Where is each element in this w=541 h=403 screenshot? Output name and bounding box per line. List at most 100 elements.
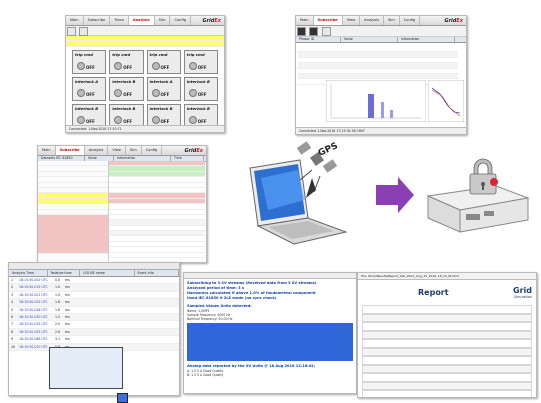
refresh-button[interactable] <box>321 27 331 36</box>
tab-sim[interactable]: Sim <box>384 16 400 25</box>
tree-item[interactable] <box>38 183 108 188</box>
tab-sim[interactable]: Sim <box>155 16 171 25</box>
table-cell: ms <box>65 307 70 312</box>
play-button[interactable] <box>297 27 306 36</box>
tab-trace[interactable]: Trace <box>110 16 129 25</box>
tab-subscribe[interactable]: Subscribe <box>84 16 111 25</box>
table-row[interactable] <box>109 215 205 221</box>
gridex-logo: GridEx <box>184 147 203 154</box>
table-row[interactable] <box>298 58 458 64</box>
analog-line: A: 1.5 0 A Good Quality <box>187 369 224 373</box>
forward-arrow-icon <box>376 177 414 213</box>
tab-analysis[interactable]: Analysis <box>128 16 155 25</box>
table-row[interactable] <box>109 183 205 188</box>
report-row <box>362 305 532 314</box>
list-item[interactable] <box>66 41 224 47</box>
popup-window[interactable] <box>49 347 123 389</box>
table-row[interactable] <box>109 253 205 259</box>
tab-main[interactable]: Main <box>38 146 56 155</box>
tab-subscribe[interactable]: Subscribe <box>313 16 343 25</box>
table-row[interactable] <box>109 231 205 237</box>
table-row[interactable] <box>298 73 458 80</box>
table-row[interactable] <box>109 204 205 210</box>
table-row[interactable] <box>298 63 458 69</box>
tab-main[interactable]: Main <box>66 16 84 25</box>
table-row[interactable] <box>109 188 205 194</box>
tab-subscribe[interactable]: Subscribe <box>55 146 85 155</box>
tree-item[interactable] <box>38 166 108 172</box>
tree-item[interactable] <box>38 210 108 215</box>
table-cell: 2 <box>11 285 14 290</box>
tab-sim[interactable]: Sim <box>126 146 142 155</box>
tree-item[interactable] <box>38 198 108 205</box>
table-row[interactable] <box>109 171 205 178</box>
address-bar[interactable]: File: Work/Results/Report_Lab_Work_Aug_1… <box>358 273 536 280</box>
tree-item[interactable] <box>38 204 108 210</box>
tab-view[interactable]: View <box>343 16 361 25</box>
table-row[interactable] <box>109 226 205 232</box>
table-row[interactable] <box>109 236 205 242</box>
table-row[interactable] <box>109 177 205 183</box>
table-cell: 3.1 <box>55 337 61 342</box>
record-button[interactable] <box>67 27 76 36</box>
tree-item[interactable] <box>38 214 108 254</box>
report-row <box>362 381 532 390</box>
tab-main[interactable]: Main <box>296 16 314 25</box>
share-icon[interactable] <box>117 393 128 403</box>
status-bar: Connected: 1.Nov.2018 17:10:71 <box>66 125 224 132</box>
tree-item[interactable] <box>38 193 108 199</box>
tab-config[interactable]: Config <box>142 146 163 155</box>
table-cell: 1.5 <box>55 314 61 319</box>
table-row[interactable] <box>109 166 205 172</box>
tree-item[interactable] <box>38 177 108 183</box>
report-logo-sub: Simulation <box>513 295 532 299</box>
table-row[interactable] <box>298 47 458 53</box>
summary-line: Harmonics calculated if above 1.0% of fu… <box>187 291 316 295</box>
table-row[interactable] <box>109 220 205 226</box>
tab-config[interactable]: Config <box>400 16 421 25</box>
table-row[interactable] <box>109 242 205 248</box>
table-row[interactable] <box>109 161 205 167</box>
tab-config[interactable]: Config <box>170 16 191 25</box>
trend-chart <box>428 80 464 122</box>
tab-analysis[interactable]: Analysis <box>360 16 384 25</box>
table-cell: 1.0 <box>55 285 61 290</box>
table-row[interactable] <box>298 69 458 74</box>
table-row[interactable] <box>109 210 205 215</box>
table-cell: 1.6 <box>55 307 61 312</box>
report-row <box>362 313 532 322</box>
table-row[interactable] <box>298 52 458 58</box>
stop-button[interactable] <box>309 27 319 36</box>
stop-button[interactable] <box>79 27 89 36</box>
tab-analysis[interactable]: Analysis <box>85 146 109 155</box>
tree-item[interactable] <box>38 161 108 167</box>
table-cell: 5.6 <box>55 344 65 350</box>
tree-item[interactable] <box>38 172 108 178</box>
table-cell: 1.6 <box>55 300 61 305</box>
table-row[interactable] <box>109 198 205 205</box>
table-row[interactable] <box>109 247 205 253</box>
table-row[interactable] <box>109 193 205 199</box>
selected-block[interactable] <box>187 323 353 361</box>
list-item[interactable] <box>66 36 224 42</box>
tree-item[interactable] <box>38 188 108 194</box>
tab-view[interactable]: View <box>108 146 126 155</box>
